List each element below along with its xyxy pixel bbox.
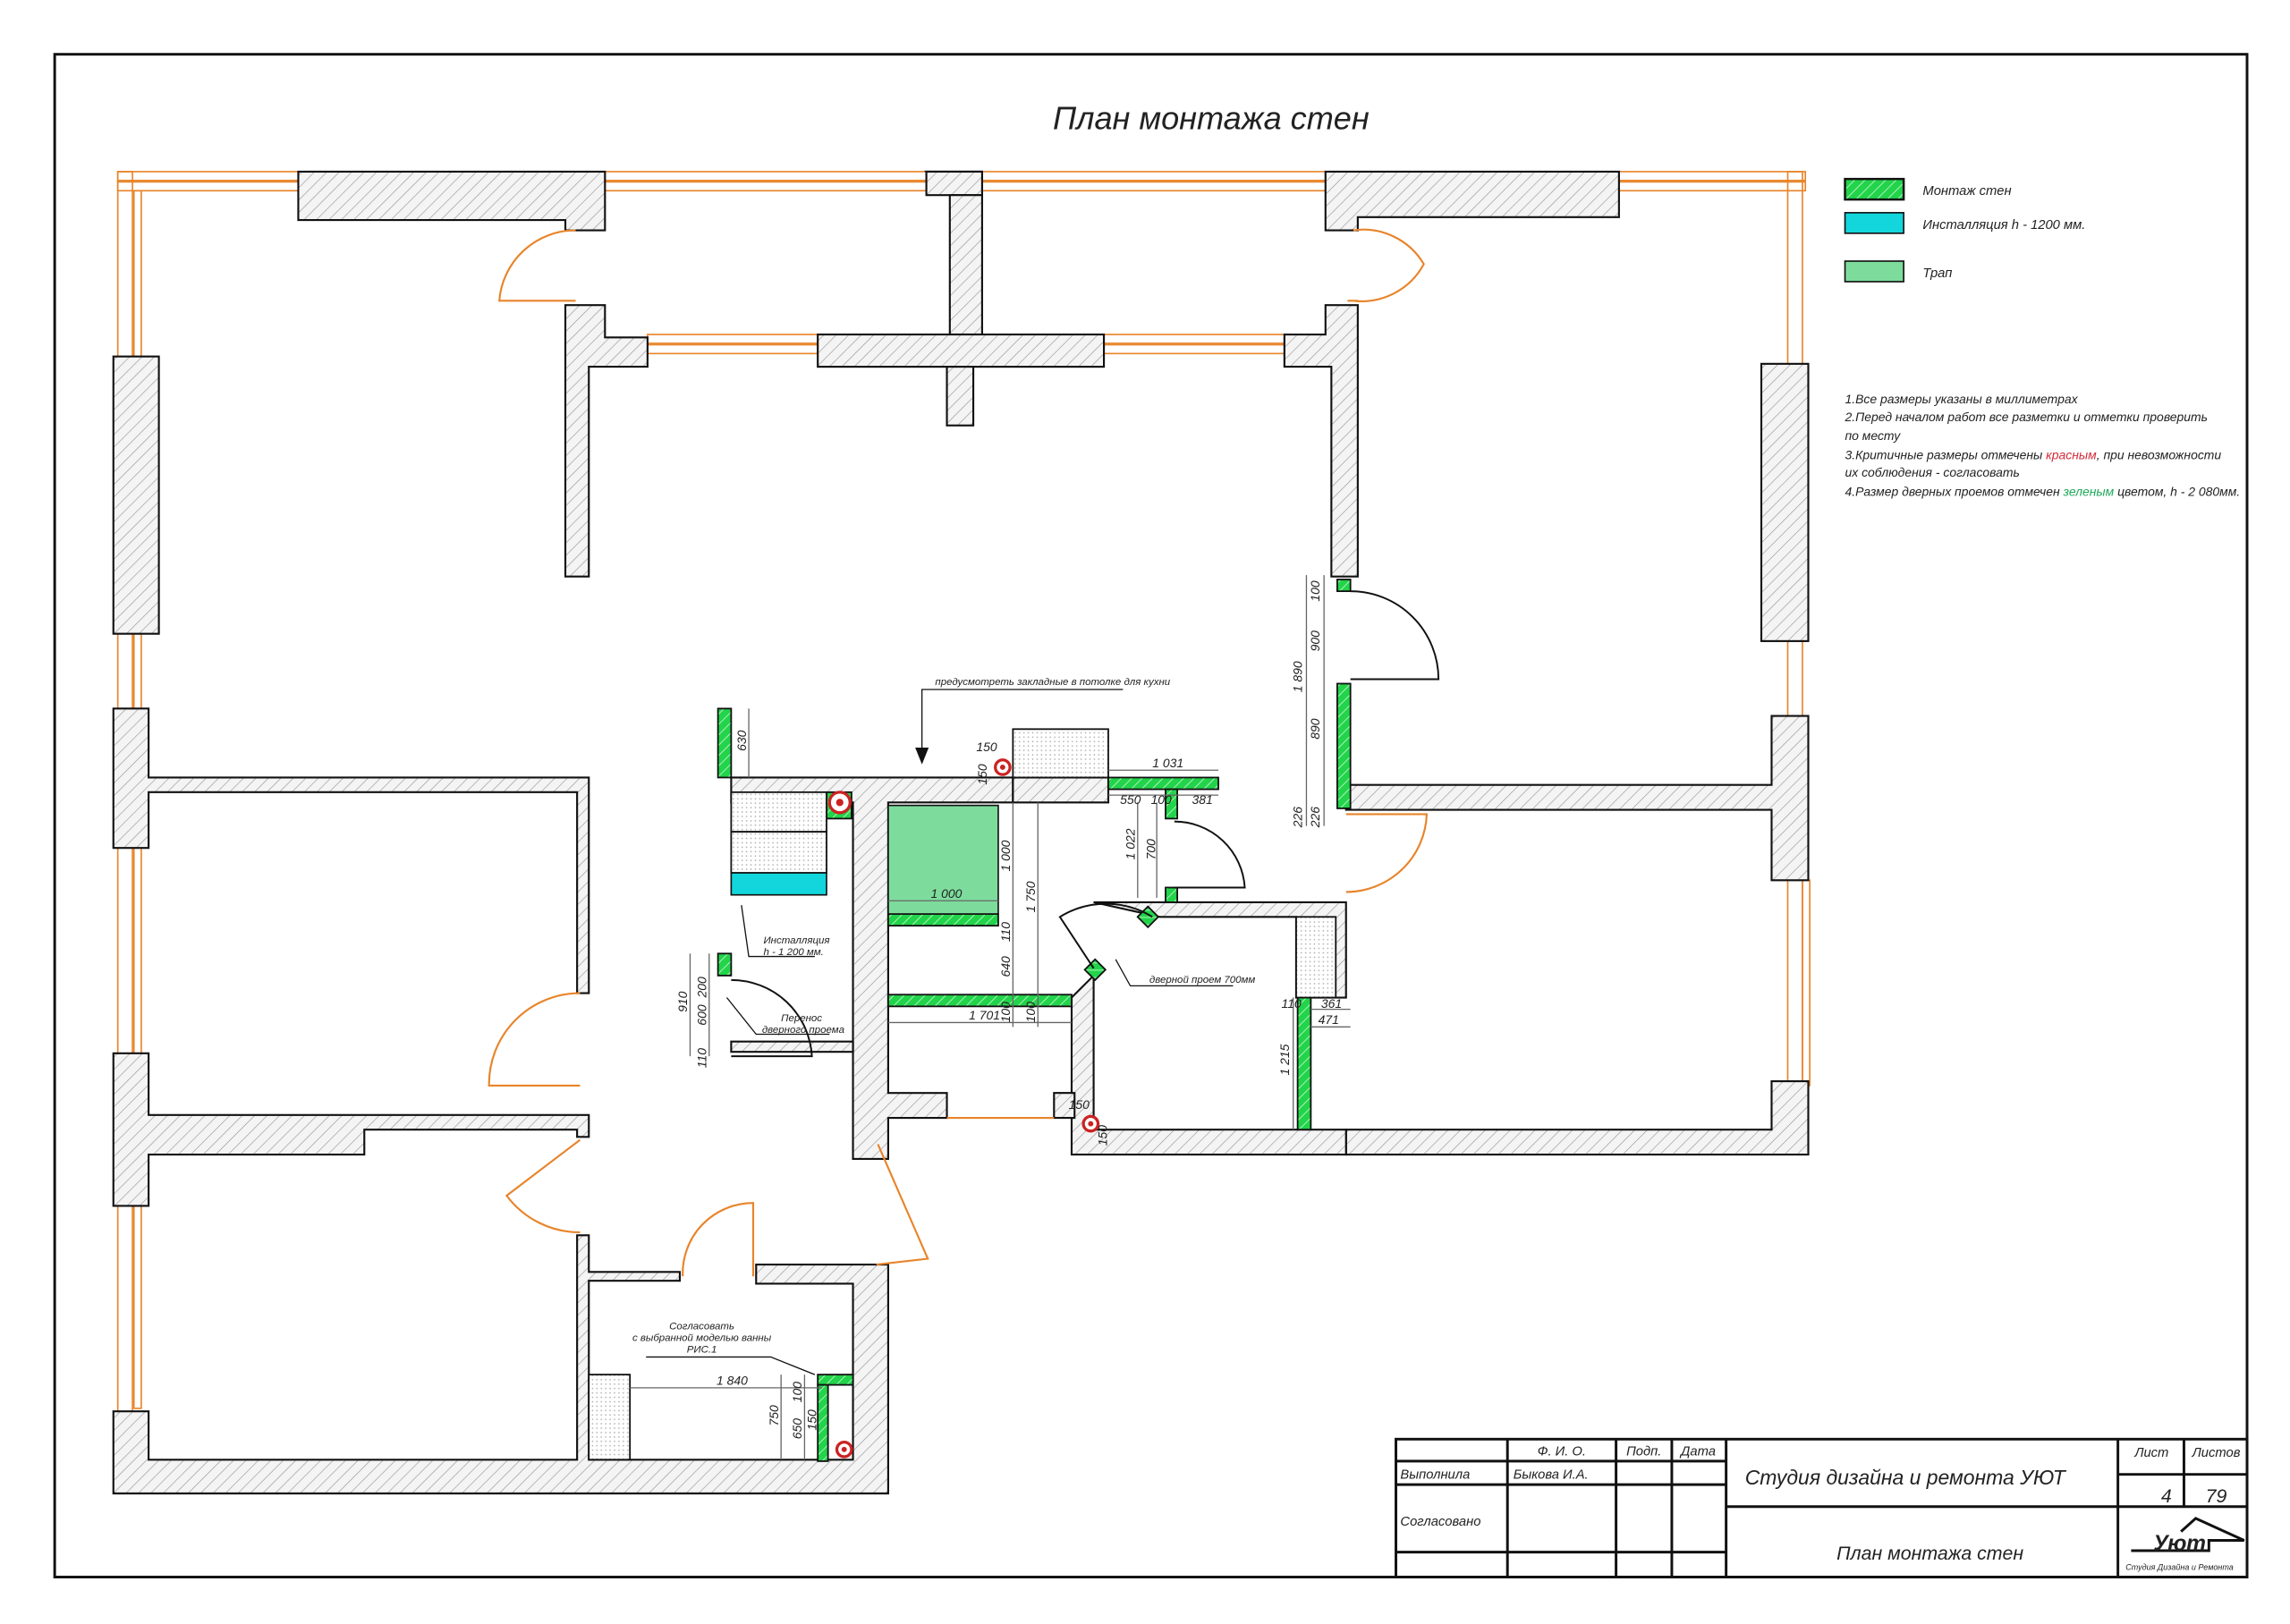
tb-done-label: Выполнила	[1400, 1468, 1470, 1483]
dim-150: 150	[975, 764, 989, 785]
dim-1031: 1 031	[1152, 756, 1183, 770]
dim-471: 471	[1319, 1012, 1339, 1027]
riser-icon	[827, 791, 852, 815]
tb-header-date: Дата	[1679, 1444, 1716, 1459]
dim-226: 226	[1291, 807, 1305, 829]
dim-630: 630	[734, 730, 749, 751]
note-4: 4.Размер дверных проемов отмечен зеленым…	[1845, 484, 2241, 498]
dim-640: 640	[998, 956, 1013, 977]
dimension-lines	[630, 575, 1351, 1460]
tb-sheets-count: 79	[2206, 1485, 2227, 1507]
tb-agreed-label: Согласовано	[1400, 1515, 1480, 1529]
dim-750: 750	[767, 1405, 781, 1426]
legend: Монтаж стен Инсталляция h - 1200 мм. Тра…	[1844, 177, 2085, 283]
dim-200: 200	[694, 977, 708, 999]
dim-110: 110	[1282, 996, 1302, 1011]
dim-900: 900	[1308, 630, 1322, 652]
legend-swatch-wall-install	[1844, 177, 1905, 201]
dim-226: 226	[1308, 807, 1322, 829]
tb-sheet-title: План монтажа стен	[1836, 1543, 2023, 1564]
dim-1750: 1 750	[1023, 881, 1038, 912]
dim-890: 890	[1308, 718, 1322, 740]
doors	[488, 228, 1440, 1277]
dim-100: 100	[1308, 580, 1322, 602]
drain-area	[887, 804, 999, 915]
dim-650: 650	[790, 1418, 804, 1440]
tb-done-name: Быкова И.А.	[1514, 1468, 1589, 1483]
dim-100: 100	[1023, 1002, 1038, 1023]
dim-1890: 1 890	[1291, 661, 1305, 692]
dim-381: 381	[1192, 792, 1212, 807]
bath-note: РИС.1	[687, 1345, 717, 1356]
dim-550: 550	[1120, 792, 1141, 807]
dim-1840: 1 840	[717, 1374, 748, 1388]
kitchen-note: предусмотреть закладные в потолке для ку…	[935, 677, 1170, 688]
door-move-note: дверного проема	[762, 1025, 844, 1036]
title-block: Ф. И. О. Подп. Дата Выполнила Быкова И.А…	[1395, 1437, 2249, 1578]
door-700-note: дверной проем 700мм	[1149, 975, 1255, 985]
note-3: 3.Критичные размеры отмечены красным, пр…	[1845, 447, 2222, 461]
dim-700: 700	[1143, 839, 1158, 860]
riser-icon	[994, 758, 1012, 776]
installation-block	[730, 872, 827, 896]
dimension-labels: 630 150 150 1 031 550 100 381 1 022 700 …	[675, 580, 1342, 1439]
legend-swatch-drain	[1844, 260, 1904, 283]
dim-1022: 1 022	[1124, 828, 1138, 859]
studio-logo: Уют Студия Дизайна и Ремонта	[2125, 1517, 2245, 1571]
bath-note: с выбранной моделью ванны	[632, 1332, 772, 1343]
fixtures	[588, 728, 1337, 1461]
note-2: 2.Перед началом работ все разметки и отм…	[1845, 410, 2208, 424]
note-3: их соблюдения - согласовать	[1845, 465, 2020, 479]
dim-150: 150	[1095, 1125, 1109, 1146]
dim-110: 110	[694, 1048, 708, 1068]
legend-label: Монтаж стен	[1922, 184, 2011, 199]
note-2: по месту	[1845, 428, 1902, 443]
drawing-title: План монтажа стен	[1053, 99, 1370, 136]
legend-label: Инсталляция h - 1200 мм.	[1922, 218, 2085, 233]
dim-150: 150	[805, 1409, 819, 1431]
sheet-frame	[53, 53, 2249, 1578]
dim-100: 100	[998, 1002, 1013, 1023]
dim-100: 100	[1151, 792, 1173, 807]
dim-1215: 1 215	[1277, 1044, 1292, 1075]
bath-note: Согласовать	[669, 1321, 734, 1332]
riser-icon	[835, 1440, 853, 1459]
tb-sheets-label: Листов	[2192, 1446, 2241, 1460]
legend-label: Трап	[1922, 266, 1952, 281]
logo-subtitle: Студия Дизайна и Ремонта	[2125, 1562, 2234, 1571]
dim-1701: 1 701	[969, 1008, 1000, 1022]
dim-361: 361	[1321, 996, 1342, 1011]
door-move-note: Перенос	[781, 1013, 822, 1024]
general-notes: 1.Все размеры указаны в миллиметрах 2.Пе…	[1845, 392, 2241, 498]
dim-150: 150	[1069, 1097, 1090, 1112]
tb-company: Студия дизайна и ремонта УЮТ	[1745, 1466, 2067, 1489]
dim-1000-v: 1 000	[998, 840, 1013, 871]
annotations: предусмотреть закладные в потолке для ку…	[632, 677, 1255, 1355]
dim-910: 910	[675, 991, 690, 1012]
dim-150: 150	[976, 740, 997, 754]
tb-header-fio: Ф. И. О.	[1538, 1444, 1586, 1459]
tb-header-sign: Подп.	[1626, 1444, 1661, 1459]
dim-600: 600	[694, 1004, 708, 1026]
logo-text: Уют	[2153, 1532, 2206, 1556]
dim-110: 110	[998, 922, 1013, 942]
leaders	[646, 689, 1234, 1375]
legend-swatch-installation	[1844, 212, 1904, 234]
riser-icon	[1081, 1114, 1100, 1133]
note-1: 1.Все размеры указаны в миллиметрах	[1845, 392, 2079, 406]
dim-100: 100	[790, 1382, 804, 1403]
existing-walls	[112, 170, 1810, 1495]
installation-note: Инсталляция	[763, 935, 829, 946]
installation-note: h - 1 200 мм.	[763, 947, 823, 958]
tb-sheet-label: Лист	[2133, 1446, 2168, 1460]
tb-sheet-number: 4	[2161, 1485, 2172, 1507]
dim-1000-h: 1 000	[930, 886, 962, 901]
